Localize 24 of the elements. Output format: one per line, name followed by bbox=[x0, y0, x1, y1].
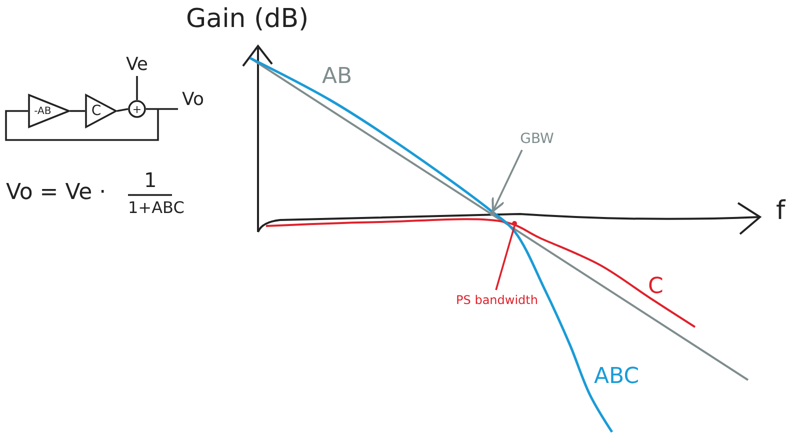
wire bbox=[5, 109, 159, 141]
axis-label: f bbox=[776, 196, 786, 226]
curve-label: C bbox=[648, 274, 664, 299]
wire bbox=[136, 76, 138, 100]
wire bbox=[116, 108, 128, 112]
amplifier-symbol: -AB bbox=[28, 94, 70, 128]
wire bbox=[70, 110, 85, 112]
node-label: GBW bbox=[516, 128, 558, 150]
numerator: 1 bbox=[144, 168, 157, 192]
denominator: 1+ABC bbox=[128, 198, 184, 217]
node-label: PS bandwidth bbox=[452, 290, 542, 310]
wire bbox=[495, 226, 516, 290]
summing-junction: + bbox=[128, 100, 146, 118]
crossing-point bbox=[512, 221, 517, 226]
crossing-point bbox=[490, 211, 495, 216]
wire bbox=[492, 150, 523, 212]
amplifier-symbol: C bbox=[85, 94, 117, 128]
curve-label: ABC bbox=[594, 364, 640, 389]
wire bbox=[146, 108, 178, 110]
curve-label: AB bbox=[322, 64, 352, 89]
node-label: Vo bbox=[178, 86, 208, 112]
equation-text: Vo = Ve · bbox=[6, 180, 106, 205]
node-label: Ve bbox=[124, 52, 150, 76]
axis-title: Gain (dB) bbox=[186, 4, 309, 34]
